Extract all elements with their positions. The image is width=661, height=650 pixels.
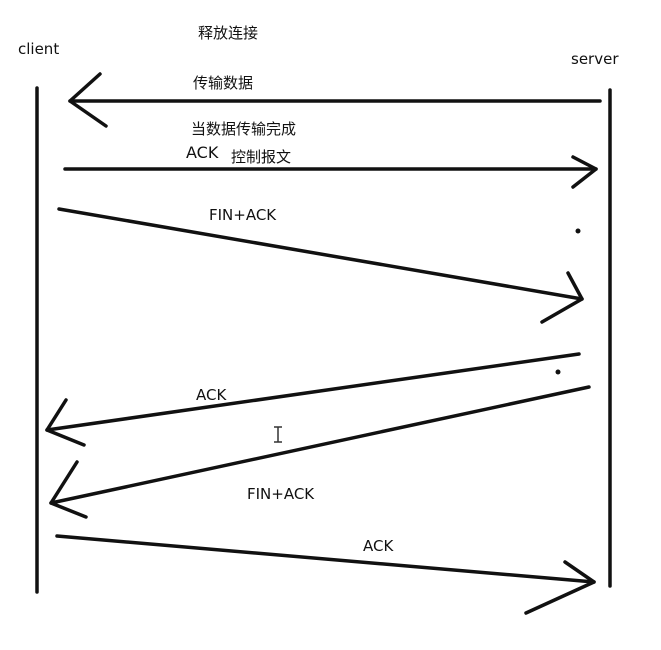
- client-label: client: [18, 40, 59, 58]
- ack-server-label: ACK: [196, 386, 227, 404]
- fin-ack-client-label: FIN+ACK: [209, 206, 277, 224]
- message-fin-ack-client: FIN+ACK: [57, 206, 584, 324]
- ack-server-arrowhead: [45, 398, 86, 447]
- message-ack-server: ACK: [45, 352, 581, 447]
- message-ack-control: ACK 控制报文: [63, 143, 598, 189]
- ack-final-arrowhead: [524, 560, 596, 615]
- ack-final-arrow-line: [55, 534, 596, 584]
- fin-ack-client-arrowhead: [540, 271, 584, 324]
- ack-control-label: ACK: [186, 143, 219, 162]
- message-transfer-data: 传输数据: [68, 72, 602, 128]
- transfer-data-arrowhead: [68, 72, 108, 128]
- message-ack-final: ACK: [55, 534, 596, 615]
- stray-dot: [575, 228, 581, 234]
- fin-ack-server-label: FIN+ACK: [247, 485, 315, 503]
- server-label: server: [571, 50, 619, 68]
- ack-control-arrowhead: [571, 155, 598, 189]
- ack-server-arrow-line: [45, 352, 581, 432]
- message-fin-ack-server: FIN+ACK: [49, 385, 591, 519]
- fin-ack-server-arrowhead: [49, 460, 88, 519]
- text-cursor-icon: [274, 426, 282, 443]
- ack-final-label: ACK: [363, 537, 394, 555]
- data-complete-note: 当数据传输完成: [191, 120, 296, 138]
- control-packet-label: 控制报文: [231, 148, 291, 166]
- diagram-title: 释放连接: [198, 24, 258, 42]
- transfer-data-label: 传输数据: [193, 74, 253, 92]
- stray-dot: [555, 369, 561, 375]
- fin-ack-server-arrow-line: [49, 385, 591, 505]
- fin-ack-client-arrow-line: [57, 207, 584, 301]
